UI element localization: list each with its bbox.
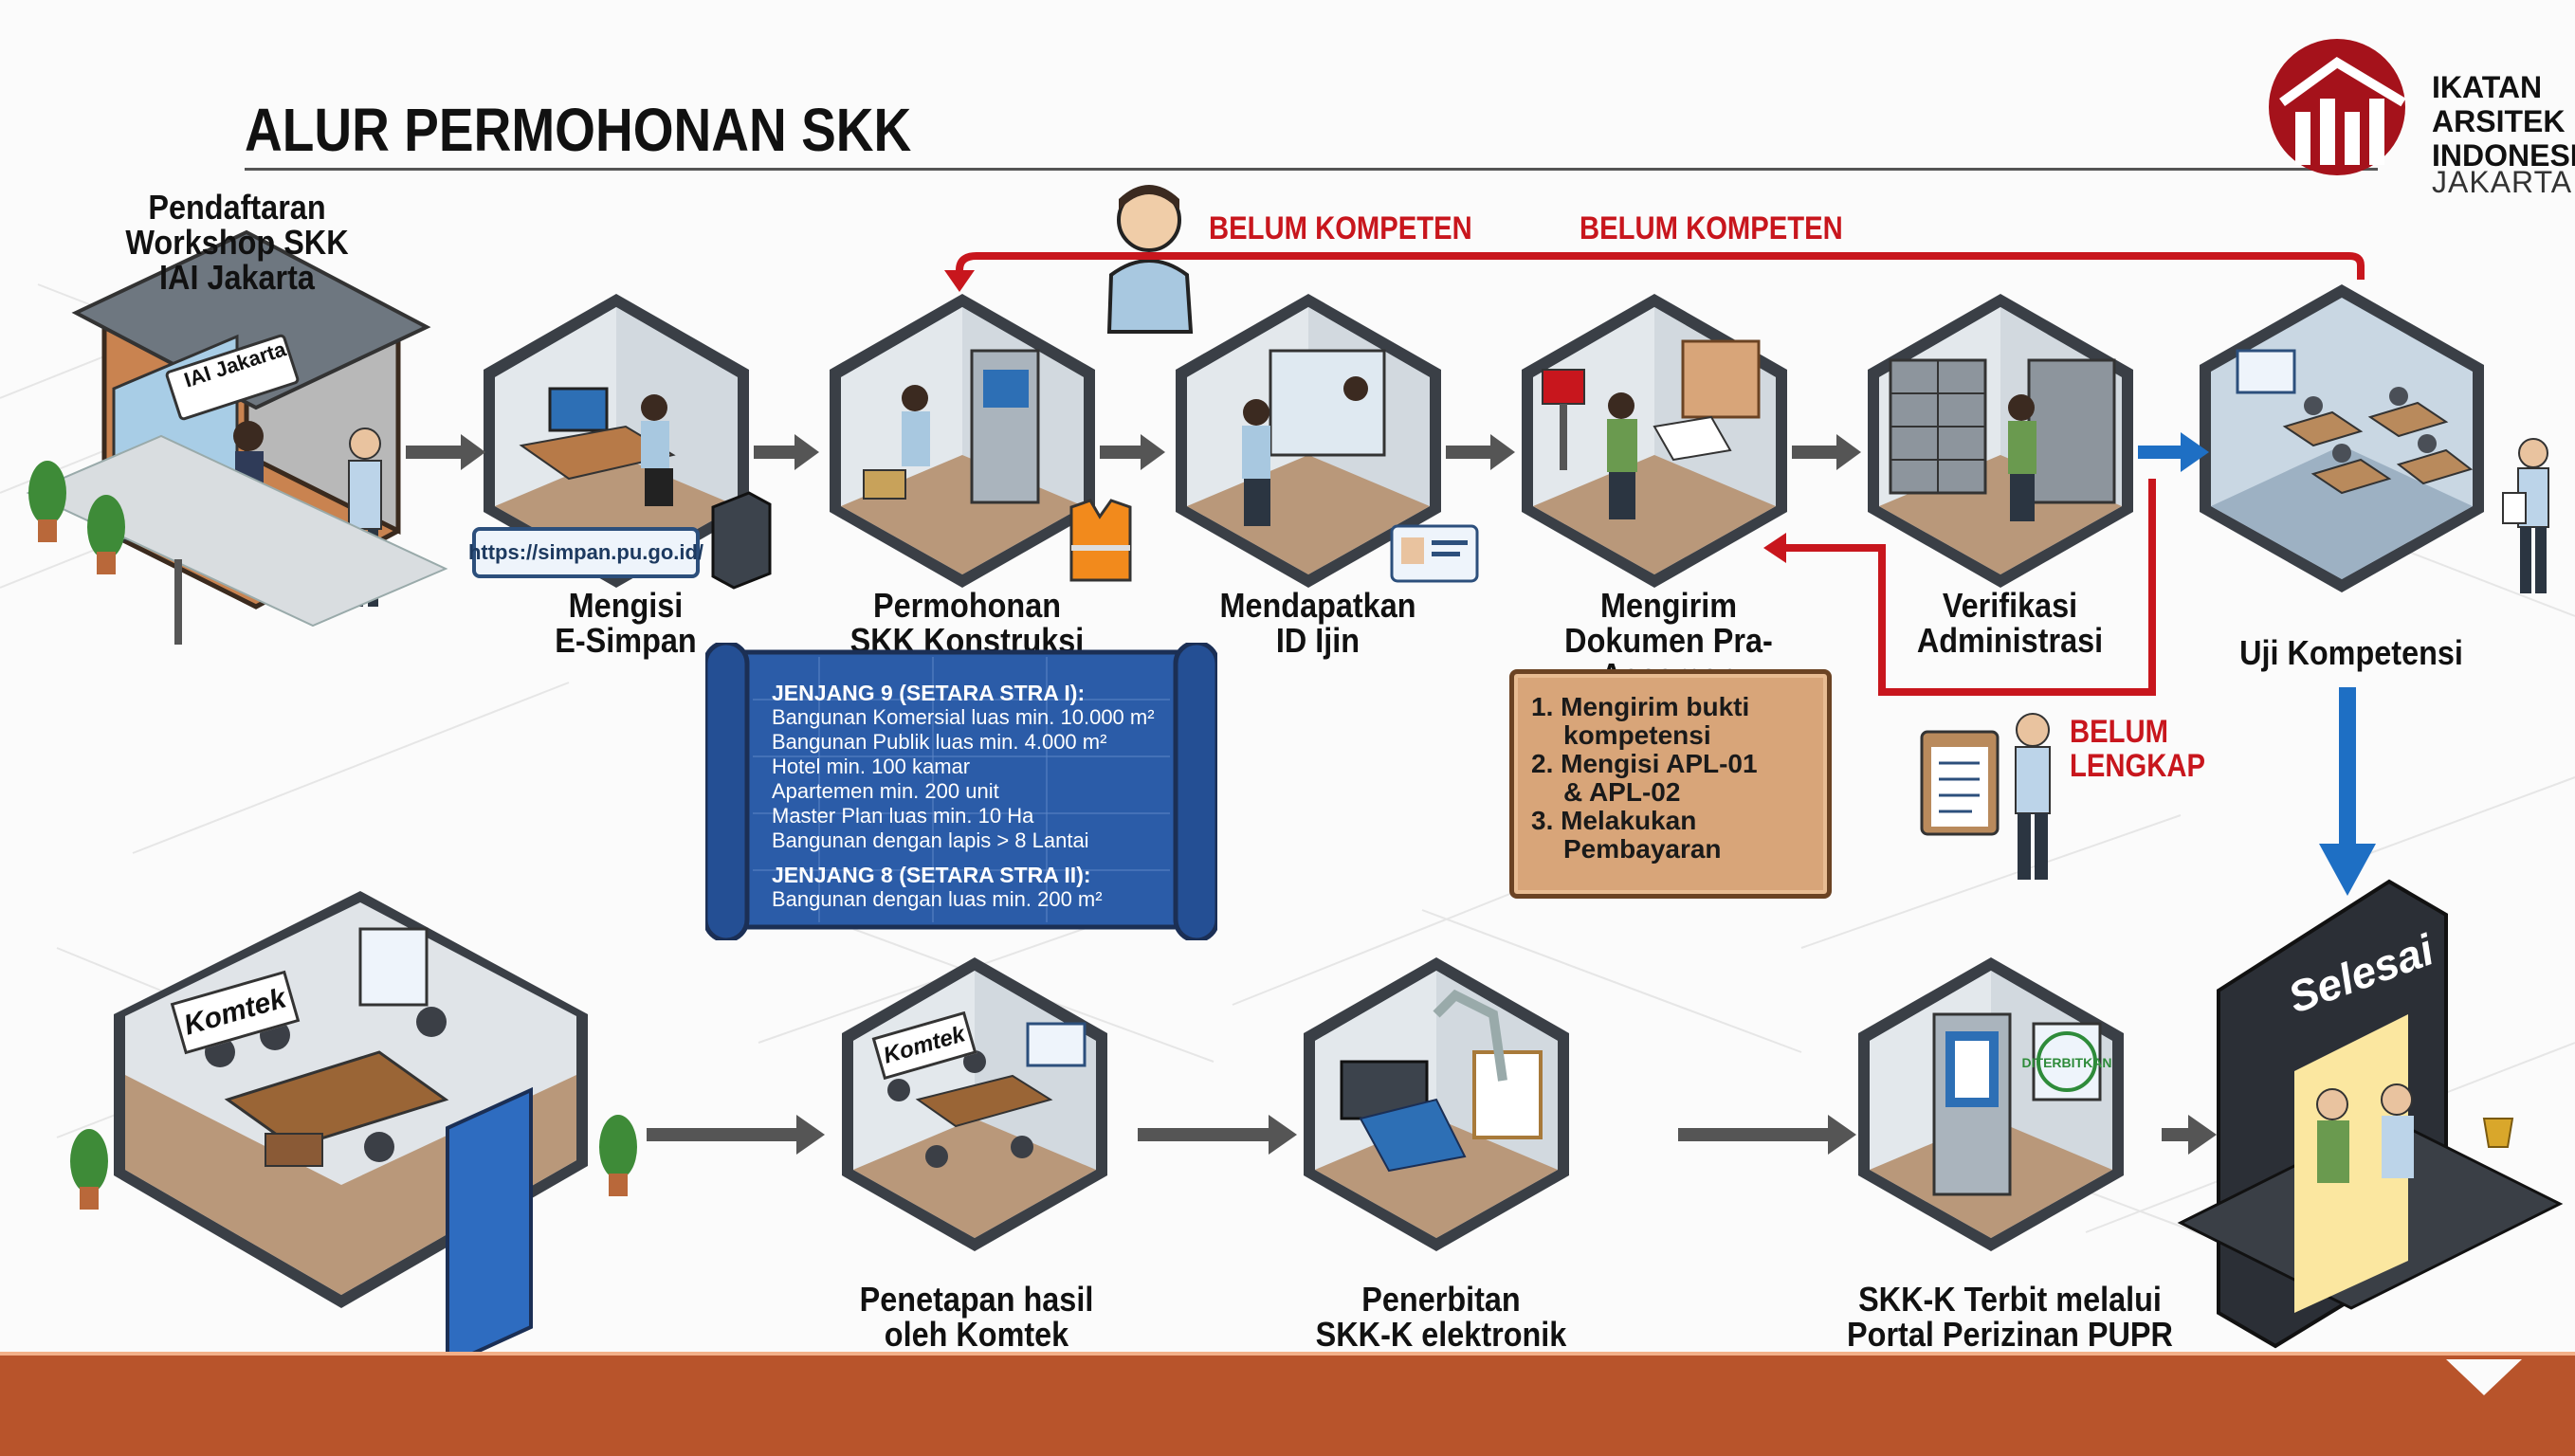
plant-icon (70, 1115, 637, 1210)
title-divider (245, 168, 2378, 171)
logo-line-1: IKATAN (2432, 70, 2543, 104)
id-card-icon (1390, 524, 1479, 583)
belum-kompeten-label-2: BELUM KOMPETEN (1580, 210, 1843, 246)
door-icon (446, 1086, 533, 1356)
step9-room (1304, 957, 1569, 1251)
step3-room (830, 294, 1095, 588)
board-line: 2. Mengisi APL-01 (1531, 749, 1758, 778)
step6-room (1868, 294, 2133, 588)
thinking-person-icon (1106, 185, 1194, 334)
footer-chevron-icon (2446, 1359, 2522, 1395)
step7-room (2200, 284, 2484, 592)
step8-room (842, 957, 1107, 1251)
jenjang-8-block: JENJANG 8 (SETARA STRA II): Bangunan den… (772, 863, 1103, 912)
list-item: Bangunan Publik luas min. 4.000 m² (772, 730, 1107, 754)
step5-room (1522, 294, 1787, 588)
logo-line-2: ARSITEK (2432, 104, 2566, 138)
jenjang-9-heading: JENJANG 9 (SETARA STRA I): (772, 681, 1086, 705)
list-item: Hotel min. 100 kamar (772, 755, 971, 778)
e-simpan-url[interactable]: https://simpan.pu.go.id/ (468, 527, 703, 578)
process-illustrations: DITERBITKAN (26, 185, 2564, 1356)
belum-kompeten-label-1: BELUM KOMPETEN (1209, 210, 1472, 246)
clipboard-icon (1920, 730, 2000, 836)
iai-logo-icon (2269, 39, 2406, 175)
step8-label: Penetapan hasil oleh Komtek (859, 1280, 1094, 1354)
board-line: & APL-02 (1563, 777, 1681, 807)
belum-lengkap-label: BELUM LENGKAP (2070, 714, 2205, 784)
board-line: Pembayaran (1563, 834, 1722, 864)
flow-arrows (406, 434, 2217, 1155)
step1-label: Pendaftaran Workshop SKK IAI Jakarta (125, 188, 349, 297)
step2-room (484, 294, 749, 588)
officer-person-icon (2015, 713, 2051, 880)
board-line: 1. Mengirim bukti (1531, 692, 1750, 721)
page-title: ALUR PERMOHONAN SKK (245, 96, 912, 164)
board-line: kompetensi (1563, 720, 1711, 750)
safety-vest-icon (1069, 499, 1132, 582)
step10-room (1858, 957, 2124, 1251)
diterbitkan-stamp: DITERBITKAN (2022, 1055, 2112, 1070)
step7-label: Uji Kompetensi (2239, 633, 2463, 672)
blue-arrows (2138, 432, 2376, 896)
jenjang-9-block: JENJANG 9 (SETARA STRA I): Bangunan Kome… (772, 681, 1155, 853)
jenjang-8-heading: JENJANG 8 (SETARA STRA II): (772, 863, 1091, 887)
list-item: Apartemen min. 200 unit (772, 779, 999, 803)
selesai-gate (2177, 879, 2564, 1349)
step4-label: Mendapatkan ID Ijin (1219, 586, 1416, 660)
jenjang-scroll (705, 643, 1217, 940)
step9-label: Penerbitan SKK-K elektronik (1315, 1280, 1567, 1354)
logo-line-3: INDONESIA (2432, 138, 2575, 173)
step4-room (1176, 294, 1441, 588)
board-line: 3. Melakukan (1531, 806, 1697, 835)
step6-label: Verifikasi Administrasi (1916, 586, 2104, 660)
logo-line-4: JAKARTA (2432, 165, 2573, 199)
step10-label: SKK-K Terbit melalui Portal Perizinan PU… (1847, 1280, 2173, 1354)
list-item: Master Plan luas min. 10 Ha (772, 804, 1034, 828)
list-item: Bangunan Komersial luas min. 10.000 m² (772, 705, 1155, 729)
examiner-person-icon (2502, 438, 2549, 593)
red-feedback-arrows (956, 252, 2365, 696)
server-icon (711, 491, 772, 590)
iai-sign-icon (165, 334, 300, 421)
pra-asesmen-board: 1. Mengirim bukti kompetensi 2. Mengisi … (1509, 669, 1832, 899)
footer-bar (0, 1356, 2575, 1456)
step2-label: Mengisi E-Simpan (555, 586, 697, 660)
list-item: Bangunan dengan lapis > 8 Lantai (772, 828, 1089, 852)
list-item: Bangunan dengan luas min. 200 m² (772, 887, 1103, 911)
